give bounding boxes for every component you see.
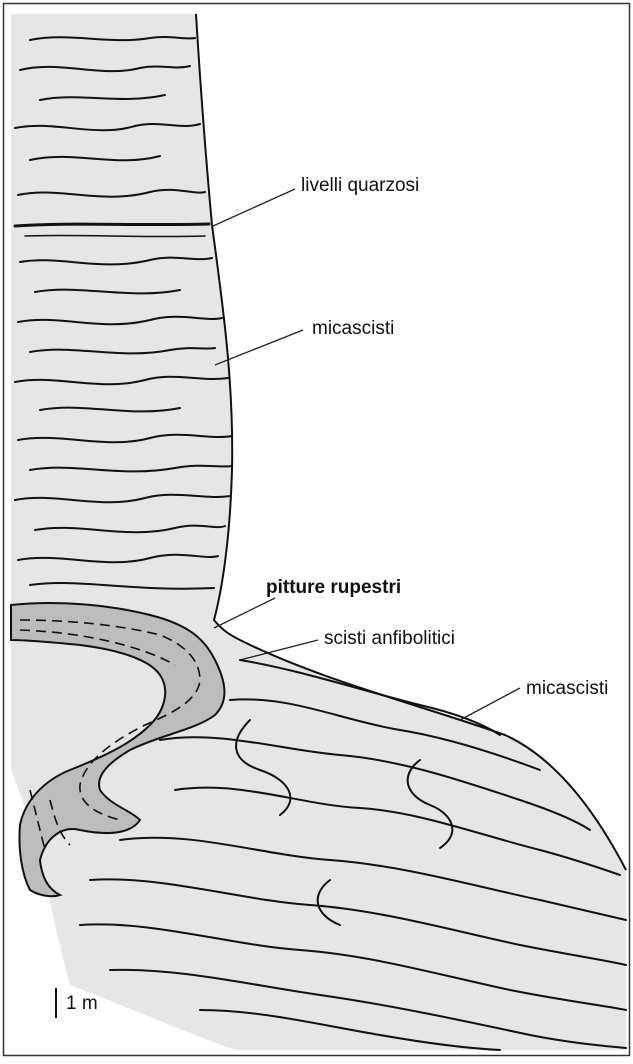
label-pitture-rupestri: pitture rupestri [266, 577, 401, 598]
label-scisti-anfibolitici: scisti anfibolitici [324, 628, 455, 649]
label-livelli-quarzosi: livelli quarzosi [301, 175, 419, 196]
label-micascisti-lower: micascisti [526, 678, 608, 699]
label-micascisti-upper: micascisti [312, 318, 394, 339]
scale-bar-label: 1 m [66, 993, 98, 1014]
